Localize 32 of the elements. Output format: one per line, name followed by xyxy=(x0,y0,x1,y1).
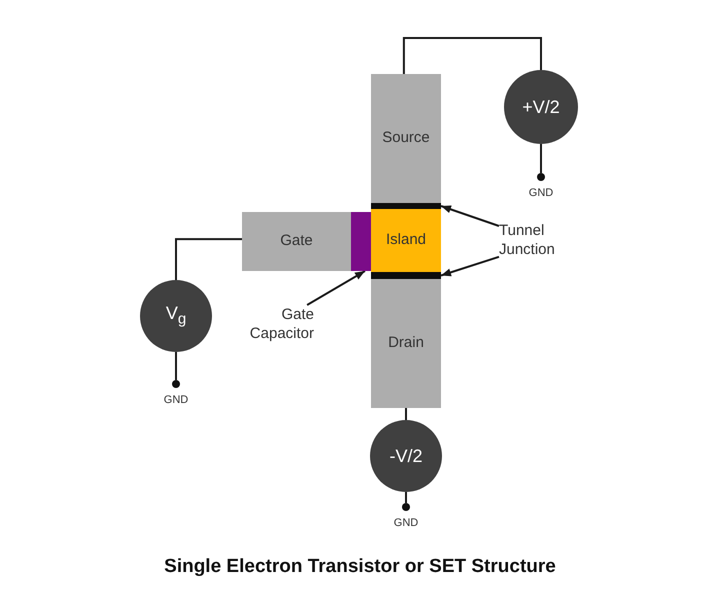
callout-label: Gate Capacitor xyxy=(248,306,314,344)
voltage-label: -V/2 xyxy=(389,444,422,468)
region-label: Drain xyxy=(388,334,424,353)
wire xyxy=(405,492,407,503)
electrode-block xyxy=(371,74,441,203)
terminal-label: GND xyxy=(394,517,418,530)
wire xyxy=(540,144,542,173)
electrode-block xyxy=(242,212,351,271)
terminal-dot-icon xyxy=(402,503,410,511)
wire xyxy=(405,408,407,420)
wire xyxy=(175,352,177,380)
wire xyxy=(402,37,542,74)
dielectric-layer xyxy=(351,212,371,271)
callout-label: Tunnel Junction xyxy=(499,222,556,260)
terminal-label: GND xyxy=(164,394,188,408)
terminal-label: GND xyxy=(528,187,554,200)
tunnel-barrier-bar xyxy=(371,272,441,279)
voltage-label: V$_{g}$ xyxy=(166,302,186,330)
region-label: Source xyxy=(382,129,430,148)
voltage-label: +V/2 xyxy=(522,96,560,118)
wire xyxy=(175,238,242,280)
terminal-dot-icon xyxy=(172,380,180,388)
leader-line xyxy=(440,256,500,276)
terminal-dot-icon xyxy=(537,173,545,181)
region-label: Island xyxy=(386,231,426,250)
electrode-block xyxy=(371,279,441,408)
region-label: Gate xyxy=(280,232,313,251)
tunnel-barrier-bar xyxy=(371,203,441,209)
leader-line xyxy=(306,270,366,306)
caption: Single Electron Transistor or SET Structure xyxy=(164,556,556,578)
leader-line xyxy=(440,205,500,227)
central-region xyxy=(371,209,441,272)
